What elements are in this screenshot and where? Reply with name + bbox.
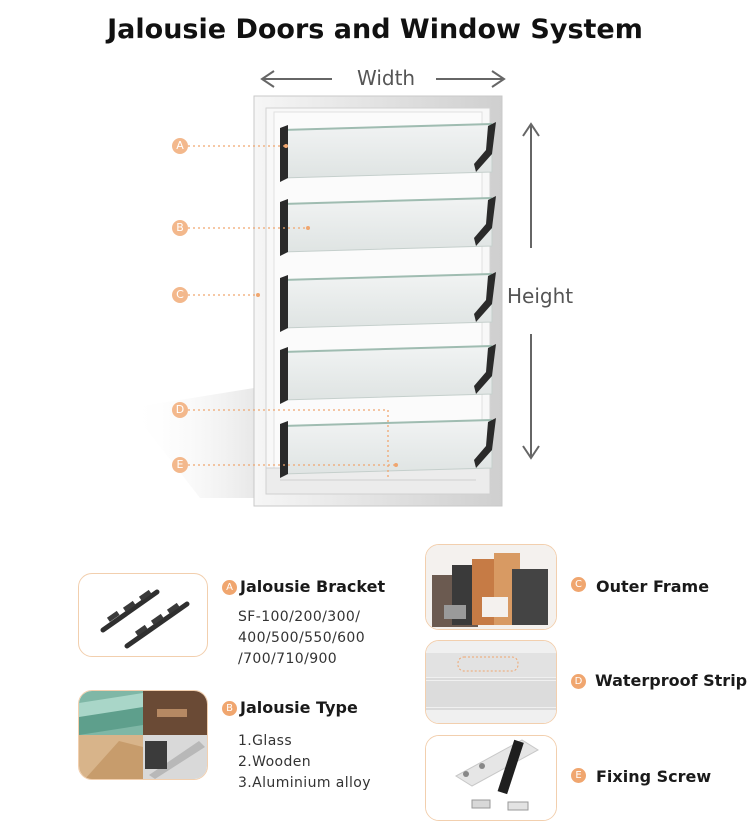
- bracket-model-line-1: SF-100/200/300/: [238, 609, 361, 625]
- outer-frame-title: Outer Frame: [596, 577, 710, 596]
- louver-blade: [280, 272, 496, 332]
- waterproof-strip-marker: D: [571, 674, 586, 689]
- outer-frame-marker: C: [571, 577, 586, 592]
- type-thumbnail: [78, 690, 208, 780]
- waterproof-strip-thumbnail: [425, 640, 557, 724]
- bracket-model-line-2: 400/500/550/600: [238, 630, 366, 646]
- outer-frame-image: [426, 545, 556, 629]
- bracket-image: [100, 589, 190, 649]
- marker-b: B: [172, 220, 188, 236]
- page-title: Jalousie Doors and Window System: [107, 14, 643, 45]
- width-label: Width: [357, 66, 416, 90]
- bracket-marker: A: [222, 580, 237, 595]
- bracket-title: Jalousie Bracket: [240, 577, 386, 596]
- waterproof-strip-title: Waterproof Strip: [595, 671, 748, 690]
- leader-lines: [188, 144, 398, 480]
- outer-frame-thumbnail: [425, 544, 557, 630]
- marker-d: D: [172, 402, 188, 418]
- fixing-screw-thumbnail: [425, 735, 557, 821]
- right-bracket: [474, 196, 496, 246]
- type-line-aluminium: 3.Aluminium alloy: [238, 775, 371, 791]
- type-line-glass: 1.Glass: [238, 733, 293, 749]
- right-bracket: [474, 122, 496, 172]
- type-line-wooden: 2.Wooden: [238, 754, 312, 770]
- bracket-model-line-3: /700/710/900: [238, 651, 338, 667]
- louver-blade: [280, 196, 496, 256]
- left-bracket: [280, 347, 288, 404]
- louver-blade: [280, 344, 496, 404]
- type-materials-image: [79, 691, 207, 779]
- right-bracket: [474, 344, 496, 394]
- waterproof-strip-image: [426, 641, 556, 723]
- marker-e: E: [172, 457, 188, 473]
- louver-blade: [280, 122, 496, 182]
- fixing-screw-image: [426, 736, 556, 820]
- height-arrow: [522, 122, 540, 460]
- fixing-screw-title: Fixing Screw: [596, 767, 712, 786]
- right-bracket: [474, 418, 496, 468]
- bracket-thumbnail: [78, 573, 208, 657]
- fixing-screw-marker: E: [571, 768, 586, 783]
- left-bracket: [280, 275, 288, 332]
- right-bracket: [474, 272, 496, 322]
- type-title: Jalousie Type: [240, 698, 358, 717]
- left-bracket: [280, 125, 288, 182]
- type-marker: B: [222, 701, 237, 716]
- width-arrow: [260, 70, 506, 88]
- louver-blade: [280, 418, 496, 478]
- left-bracket: [280, 421, 288, 478]
- height-label: Height: [507, 284, 574, 308]
- louver-group: [280, 122, 496, 478]
- marker-c: C: [172, 287, 188, 303]
- marker-a: A: [172, 138, 188, 154]
